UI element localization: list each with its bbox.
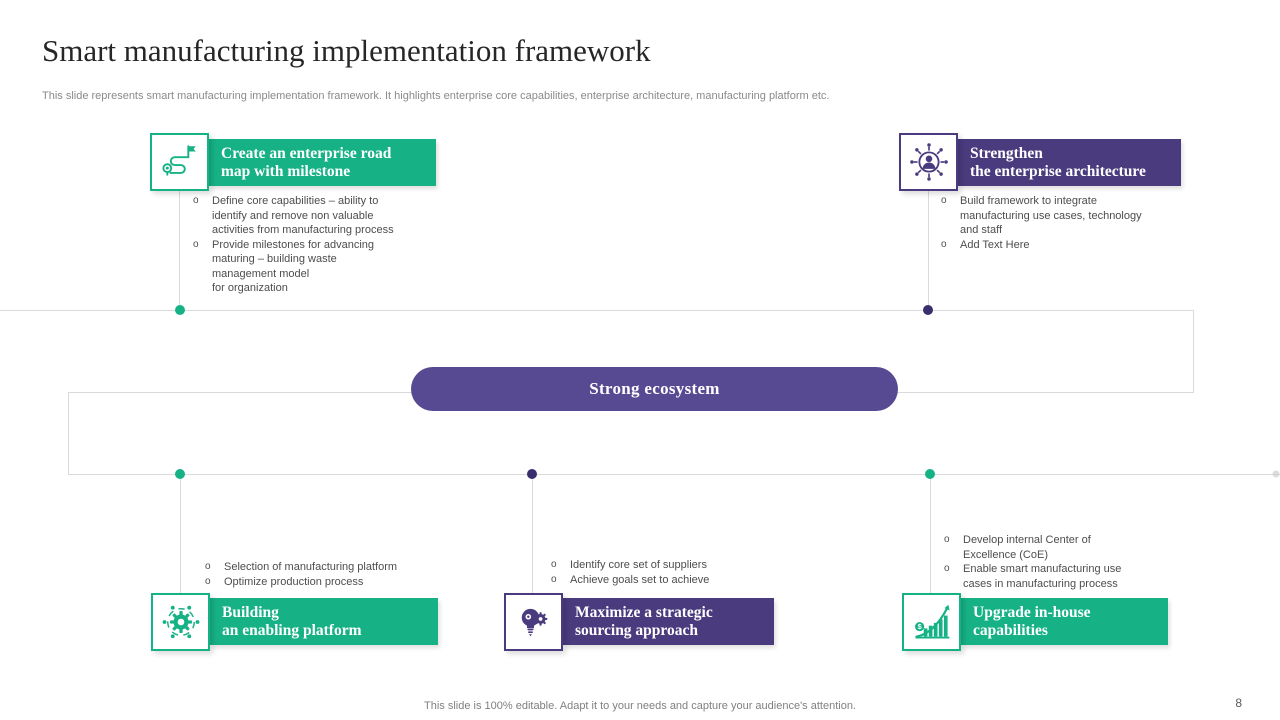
pill-label: Strong ecosystem (589, 379, 720, 398)
connector-line (1193, 310, 1194, 393)
connector-line (68, 474, 1280, 475)
connector-line (0, 310, 1193, 311)
card-title: Building an enabling platform (222, 604, 362, 639)
roadmap-icon (150, 133, 209, 191)
bullet-marker: o (551, 573, 557, 585)
bullet-marker: o (205, 575, 211, 587)
connector-end-dot (1272, 470, 1280, 478)
card-title: Maximize a strategic sourcing approach (575, 604, 713, 639)
bullet-marker: o (205, 561, 211, 572)
connector-line (930, 474, 931, 593)
svg-text:$: $ (917, 622, 921, 631)
card-sourcing-header: Maximize a strategic sourcing approach (563, 598, 774, 645)
bullet-marker: o (941, 238, 947, 250)
bullet-item: o Define core capabilities – ability to … (193, 194, 438, 238)
bullet-marker: o (193, 195, 199, 206)
bullet-item: o Optimize production process (205, 575, 455, 590)
card-inhouse-header: Upgrade in-house capabilities (961, 598, 1168, 645)
card-platform-bullets: o Selection of manufacturing platform o … (205, 560, 455, 589)
gear-network-icon (151, 593, 210, 651)
connector-line (180, 474, 181, 593)
card-sourcing-bullets: o Identify core set of suppliers o Achie… (551, 558, 791, 587)
card-inhouse-bullets: o Develop internal Center of Excellence … (944, 533, 1194, 591)
card-title: Strengthen the enterprise architecture (970, 145, 1146, 180)
bullet-marker: o (944, 563, 950, 574)
bullet-marker: o (551, 559, 557, 570)
connector-line (68, 392, 69, 475)
connector-line (928, 191, 929, 310)
card-title: Create an enterprise road map with miles… (221, 145, 392, 180)
bulb-gear-icon (504, 593, 563, 651)
node-dot (923, 305, 933, 315)
footer-note: This slide is 100% editable. Adapt it to… (424, 700, 856, 712)
page-number: 8 (1235, 696, 1242, 710)
bullet-text: Develop internal Center of Excellence (C… (963, 534, 1091, 561)
bullet-marker: o (941, 195, 947, 206)
bullet-item: o Selection of manufacturing platform (205, 560, 455, 575)
bullet-text: Enable smart manufacturing use cases in … (963, 563, 1122, 590)
bullet-text: Optimize production process (224, 575, 364, 588)
bullet-text: Provide milestones for advancing maturin… (212, 238, 375, 295)
bullet-text: Achieve goals set to achieve (570, 573, 710, 586)
growth-chart-icon: $ (902, 593, 961, 651)
bullet-text: Build framework to integrate manufacturi… (960, 195, 1142, 236)
page-subtitle: This slide represents smart manufacturin… (42, 90, 830, 102)
person-network-icon (899, 133, 958, 191)
bullet-item: o Enable smart manufacturing use cases i… (944, 562, 1194, 591)
card-platform-header: Building an enabling platform (210, 598, 438, 645)
bullet-text: Selection of manufacturing platform (224, 561, 398, 573)
card-architecture-header: Strengthen the enterprise architecture (958, 139, 1181, 186)
bullet-text: Add Text Here (960, 238, 1030, 251)
card-title: Upgrade in-house capabilities (973, 604, 1091, 639)
bullet-item: o Achieve goals set to achieve (551, 573, 791, 588)
bullet-text: Define core capabilities – ability to id… (212, 195, 394, 236)
bullet-text: Identify core set of suppliers (570, 559, 707, 571)
bullet-item: o Add Text Here (941, 238, 1181, 253)
bullet-item: o Provide milestones for advancing matur… (193, 238, 438, 296)
bullet-item: o Develop internal Center of Excellence … (944, 533, 1194, 562)
card-architecture-bullets: o Build framework to integrate manufactu… (941, 194, 1181, 252)
card-roadmap-header: Create an enterprise road map with miles… (209, 139, 436, 186)
connector-line (532, 474, 533, 593)
page-title: Smart manufacturing implementation frame… (42, 33, 651, 68)
bullet-marker: o (944, 534, 950, 545)
node-dot (527, 469, 537, 479)
node-dot (175, 469, 185, 479)
card-roadmap-bullets: o Define core capabilities – ability to … (193, 194, 438, 296)
bullet-item: o Identify core set of suppliers (551, 558, 791, 573)
strong-ecosystem-pill: Strong ecosystem (411, 367, 898, 411)
bullet-item: o Build framework to integrate manufactu… (941, 194, 1181, 238)
connector-line (179, 191, 180, 310)
bullet-marker: o (193, 238, 199, 250)
node-dot (175, 305, 185, 315)
node-dot (925, 469, 935, 479)
